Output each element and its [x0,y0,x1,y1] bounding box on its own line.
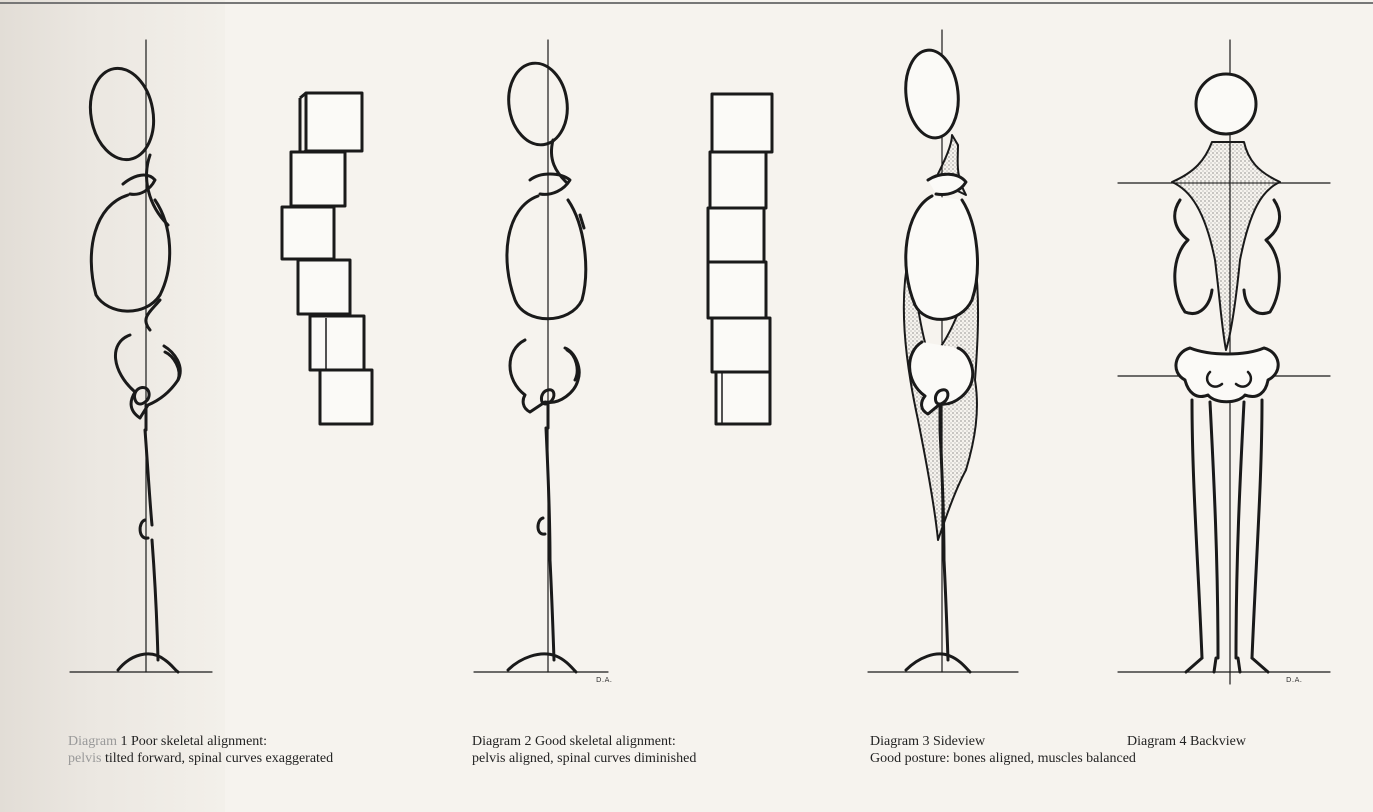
diagram-4-caption: Diagram 4 Backview [1127,733,1246,750]
diagram-2-description: pelvis aligned, spinal curves diminished [472,750,696,767]
diagram-1-description: pelvis tilted forward, spinal curves exa… [68,750,333,767]
diagram-2-skeleton [474,40,608,672]
diagram-3-caption: Diagram 3 Sideview Good posture: bones a… [870,733,1136,767]
diagram-3-description: Good posture: bones aligned, muscles bal… [870,750,1136,767]
diagram-1-skeleton [70,40,212,672]
diagram-1-block-stack [282,93,372,424]
diagram-2-title: Diagram 2 Good skeletal alignment: [472,733,696,750]
diagram-3-title: Diagram 3 Sideview [870,733,1136,750]
diagram-4-title: Diagram 4 Backview [1127,733,1246,750]
diagram-2-block-stack [708,94,772,424]
diagram-2-caption: Diagram 2 Good skeletal alignment: pelvi… [472,733,696,767]
diagram-1-caption: Diagram 1 Poor skeletal alignment: pelvi… [68,733,333,767]
diagram-4-backview [1118,40,1330,684]
artist-signature: D.A. [1286,676,1303,684]
diagram-3-sideview [868,30,1018,672]
diagram-1-title: Diagram 1 Poor skeletal alignment: [68,733,333,750]
artist-signature: D.A. [596,676,613,684]
